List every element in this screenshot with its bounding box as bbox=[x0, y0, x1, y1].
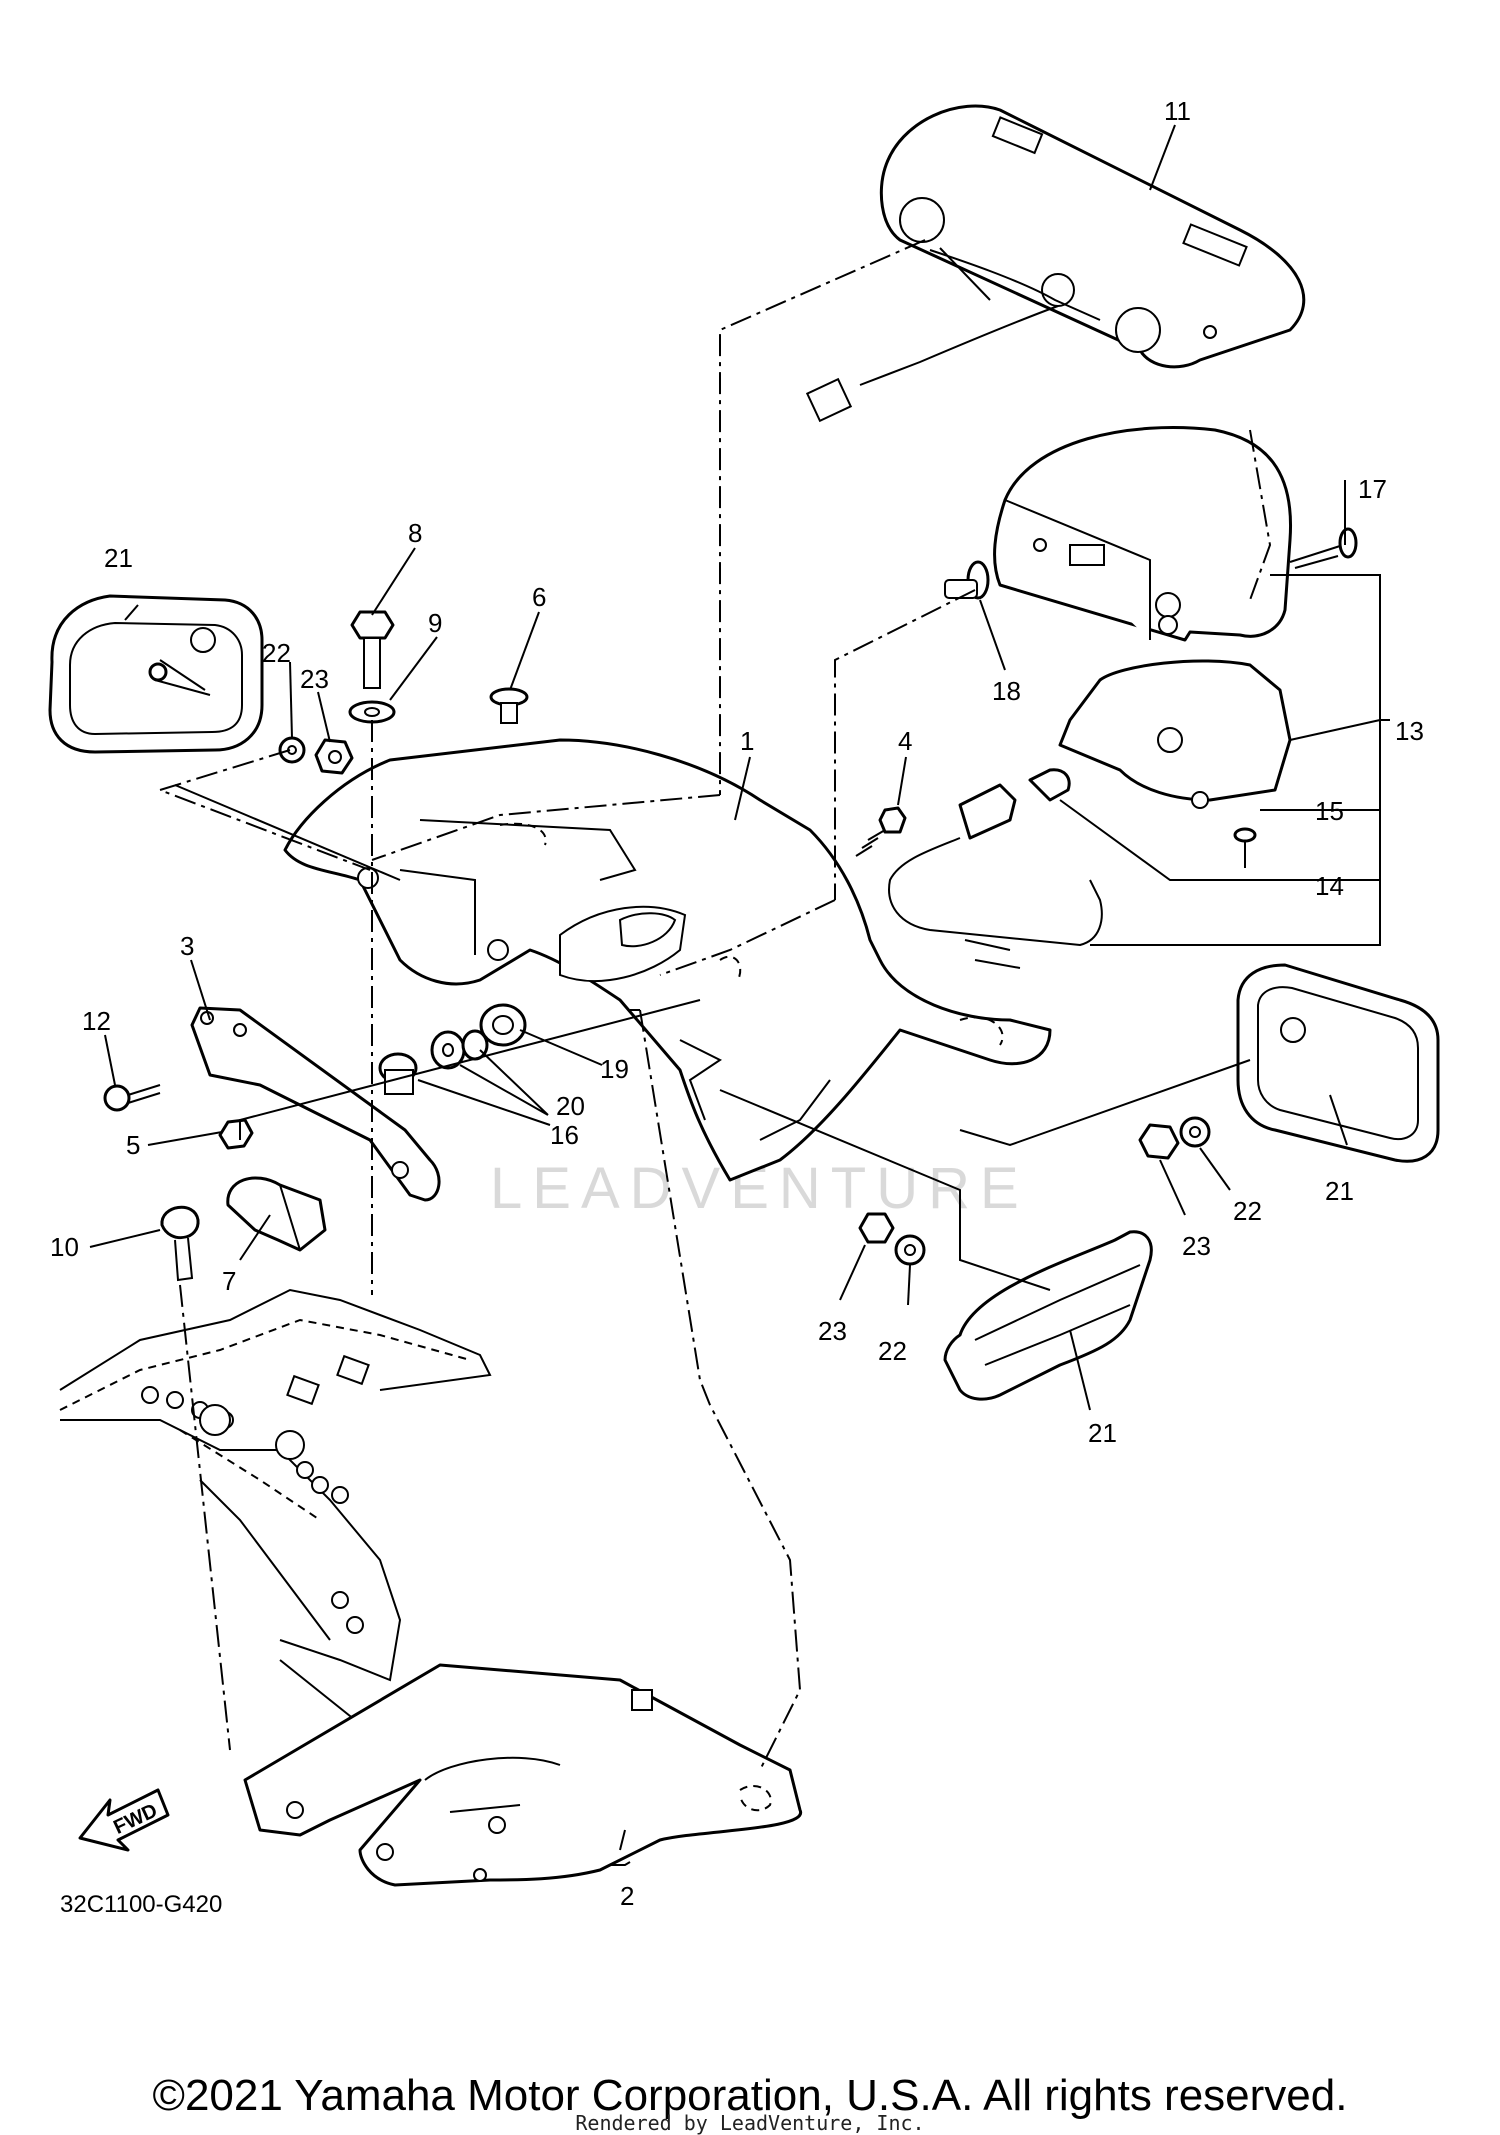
nut-23-front[interactable] bbox=[858, 1212, 895, 1244]
rear-fender-bracket[interactable] bbox=[283, 738, 1052, 1182]
callout-leaders bbox=[89, 124, 1390, 1866]
grommet-16[interactable] bbox=[378, 1052, 418, 1095]
callout-22-front: 22 bbox=[878, 1336, 907, 1366]
reflector-screw-left[interactable] bbox=[148, 662, 211, 696]
callout-13: 13 bbox=[1395, 716, 1424, 746]
callout-22-left: 22 bbox=[262, 638, 291, 668]
callout-23-front: 23 bbox=[818, 1316, 847, 1346]
callout-17: 17 bbox=[1358, 474, 1387, 504]
license-light-assembly[interactable] bbox=[993, 426, 1293, 809]
copyright-notice: ©2021 Yamaha Motor Corporation, U.S.A. A… bbox=[152, 2071, 1348, 2120]
callout-18: 18 bbox=[992, 676, 1021, 706]
rivet-6[interactable] bbox=[489, 687, 529, 724]
callout-21-right: 21 bbox=[1325, 1176, 1354, 1206]
callout-19: 19 bbox=[600, 1054, 629, 1084]
bolt-4[interactable] bbox=[855, 806, 907, 857]
fwd-arrow-icon: FWD bbox=[78, 1788, 170, 1852]
clamp-7[interactable] bbox=[226, 1176, 327, 1252]
callout-6: 6 bbox=[532, 582, 546, 612]
callout-15: 15 bbox=[1315, 796, 1344, 826]
screw-12[interactable] bbox=[103, 1084, 161, 1112]
lower-plate-2[interactable] bbox=[243, 1663, 802, 1887]
nut-23-right[interactable] bbox=[1138, 1123, 1180, 1160]
callout-21-front: 21 bbox=[1088, 1418, 1117, 1448]
nut-23-left[interactable] bbox=[314, 738, 354, 775]
grommet-18[interactable] bbox=[944, 560, 990, 600]
callout-23-left: 23 bbox=[300, 664, 329, 694]
callout-8: 8 bbox=[408, 518, 422, 548]
rendered-by-credit: Rendered by LeadVenture, Inc. bbox=[575, 2111, 925, 2135]
grommet-19[interactable] bbox=[479, 1003, 527, 1047]
callout-16: 16 bbox=[550, 1120, 579, 1150]
callout-2: 2 bbox=[620, 1881, 634, 1911]
callout-10: 10 bbox=[50, 1232, 79, 1262]
callout-11: 11 bbox=[1164, 96, 1191, 126]
callout-9: 9 bbox=[428, 608, 442, 638]
bracket-3[interactable] bbox=[190, 1006, 441, 1202]
callout-14: 14 bbox=[1315, 871, 1344, 901]
screw-15[interactable] bbox=[1233, 827, 1257, 868]
washer-22-front[interactable] bbox=[894, 1234, 926, 1266]
callout-22-right: 22 bbox=[1233, 1196, 1262, 1226]
callout-4: 4 bbox=[898, 726, 912, 756]
bulb-socket-14[interactable] bbox=[888, 768, 1103, 969]
callout-21-left: 21 bbox=[104, 543, 133, 573]
washer-9[interactable] bbox=[348, 700, 396, 724]
bolt-10[interactable] bbox=[160, 1205, 200, 1282]
callout-23-right: 23 bbox=[1182, 1231, 1211, 1261]
callout-3: 3 bbox=[180, 931, 194, 961]
washer-22-right[interactable] bbox=[1179, 1116, 1211, 1148]
nut-5[interactable] bbox=[218, 1118, 254, 1150]
callout-1: 1 bbox=[740, 726, 754, 756]
reflector-front[interactable] bbox=[943, 1230, 1153, 1401]
callout-5: 5 bbox=[126, 1130, 140, 1160]
assembly-lines bbox=[156, 239, 1272, 1771]
bolt-17[interactable] bbox=[1289, 527, 1358, 569]
washer-22-left[interactable] bbox=[278, 736, 306, 764]
callout-20: 20 bbox=[556, 1091, 585, 1121]
diagram-ref-code: 32C1100-G420 bbox=[60, 1891, 222, 1918]
reflector-right[interactable] bbox=[1236, 963, 1440, 1163]
tail-light-assembly[interactable] bbox=[805, 104, 1306, 423]
bolt-8[interactable] bbox=[350, 610, 395, 689]
callout-7: 7 bbox=[222, 1266, 236, 1296]
callout-12: 12 bbox=[82, 1006, 111, 1036]
